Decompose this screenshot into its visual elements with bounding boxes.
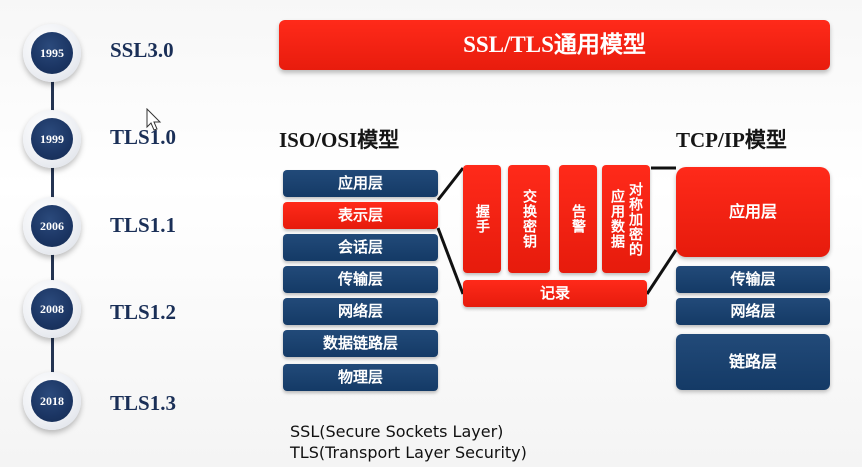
timeline-node-2008: 2008 bbox=[23, 280, 81, 338]
osi-layer-physical: 物理层 bbox=[283, 364, 438, 391]
timeline-year: 2008 bbox=[31, 288, 73, 330]
osi-layer-transport: 传输层 bbox=[283, 266, 438, 293]
tcpip-layer-link: 链路层 bbox=[676, 334, 830, 390]
timeline-year: 1999 bbox=[31, 118, 73, 160]
handshake-protocol-box: 握手 bbox=[463, 165, 501, 273]
key-exchange-box: 交换密钥 bbox=[508, 165, 550, 273]
timeline-version: TLS1.3 bbox=[110, 391, 176, 415]
key-exchange-label: 交换密钥 bbox=[521, 189, 537, 249]
tls-definition: TLS(Transport Layer Security) bbox=[290, 443, 527, 462]
record-protocol-box: 记录 bbox=[463, 280, 647, 307]
timeline-year: 1995 bbox=[31, 32, 73, 74]
timeline-node-2018: 2018 bbox=[23, 372, 81, 430]
tcpip-layer-application: 应用层 bbox=[676, 167, 830, 257]
ssl-definition: SSL(Secure Sockets Layer) bbox=[290, 422, 504, 441]
tcpip-layer-transport: 传输层 bbox=[676, 266, 830, 293]
connector-line-osi-bottom bbox=[436, 227, 465, 295]
timeline-version: SSL3.0 bbox=[110, 38, 174, 62]
connector-line-tcp-bottom bbox=[645, 249, 678, 295]
timeline-version: TLS1.2 bbox=[110, 300, 176, 324]
osi-layer-network: 网络层 bbox=[283, 298, 438, 325]
alert-label: 告警 bbox=[570, 204, 586, 234]
app-data-box: 对称加密的 应用数据 bbox=[602, 165, 650, 273]
osi-layer-datalink: 数据链路层 bbox=[283, 330, 438, 357]
timeline-node-2006: 2006 bbox=[23, 197, 81, 255]
timeline-version: TLS1.1 bbox=[110, 213, 176, 237]
app-data-label-line2: 应用数据 bbox=[609, 189, 625, 249]
timeline-version: TLS1.0 bbox=[110, 125, 176, 149]
osi-layer-session: 会话层 bbox=[283, 234, 438, 261]
osi-layer-application: 应用层 bbox=[283, 170, 438, 197]
handshake-label: 握手 bbox=[474, 204, 490, 234]
connector-line-osi-top bbox=[436, 167, 465, 201]
timeline-node-1999: 1999 bbox=[23, 110, 81, 168]
timeline-year: 2006 bbox=[31, 205, 73, 247]
osi-layer-presentation: 表示层 bbox=[283, 202, 438, 229]
alert-protocol-box: 告警 bbox=[559, 165, 597, 273]
timeline-node-1995: 1995 bbox=[23, 24, 81, 82]
page-title: SSL/TLS通用模型 bbox=[279, 20, 830, 70]
app-data-label-line1: 对称加密的 bbox=[627, 181, 643, 257]
tcpip-layer-network: 网络层 bbox=[676, 298, 830, 325]
osi-heading: ISO/OSI模型 bbox=[279, 128, 400, 152]
timeline-year: 2018 bbox=[31, 380, 73, 422]
tcpip-heading: TCP/IP模型 bbox=[676, 128, 787, 152]
mouse-cursor-icon bbox=[146, 108, 162, 131]
